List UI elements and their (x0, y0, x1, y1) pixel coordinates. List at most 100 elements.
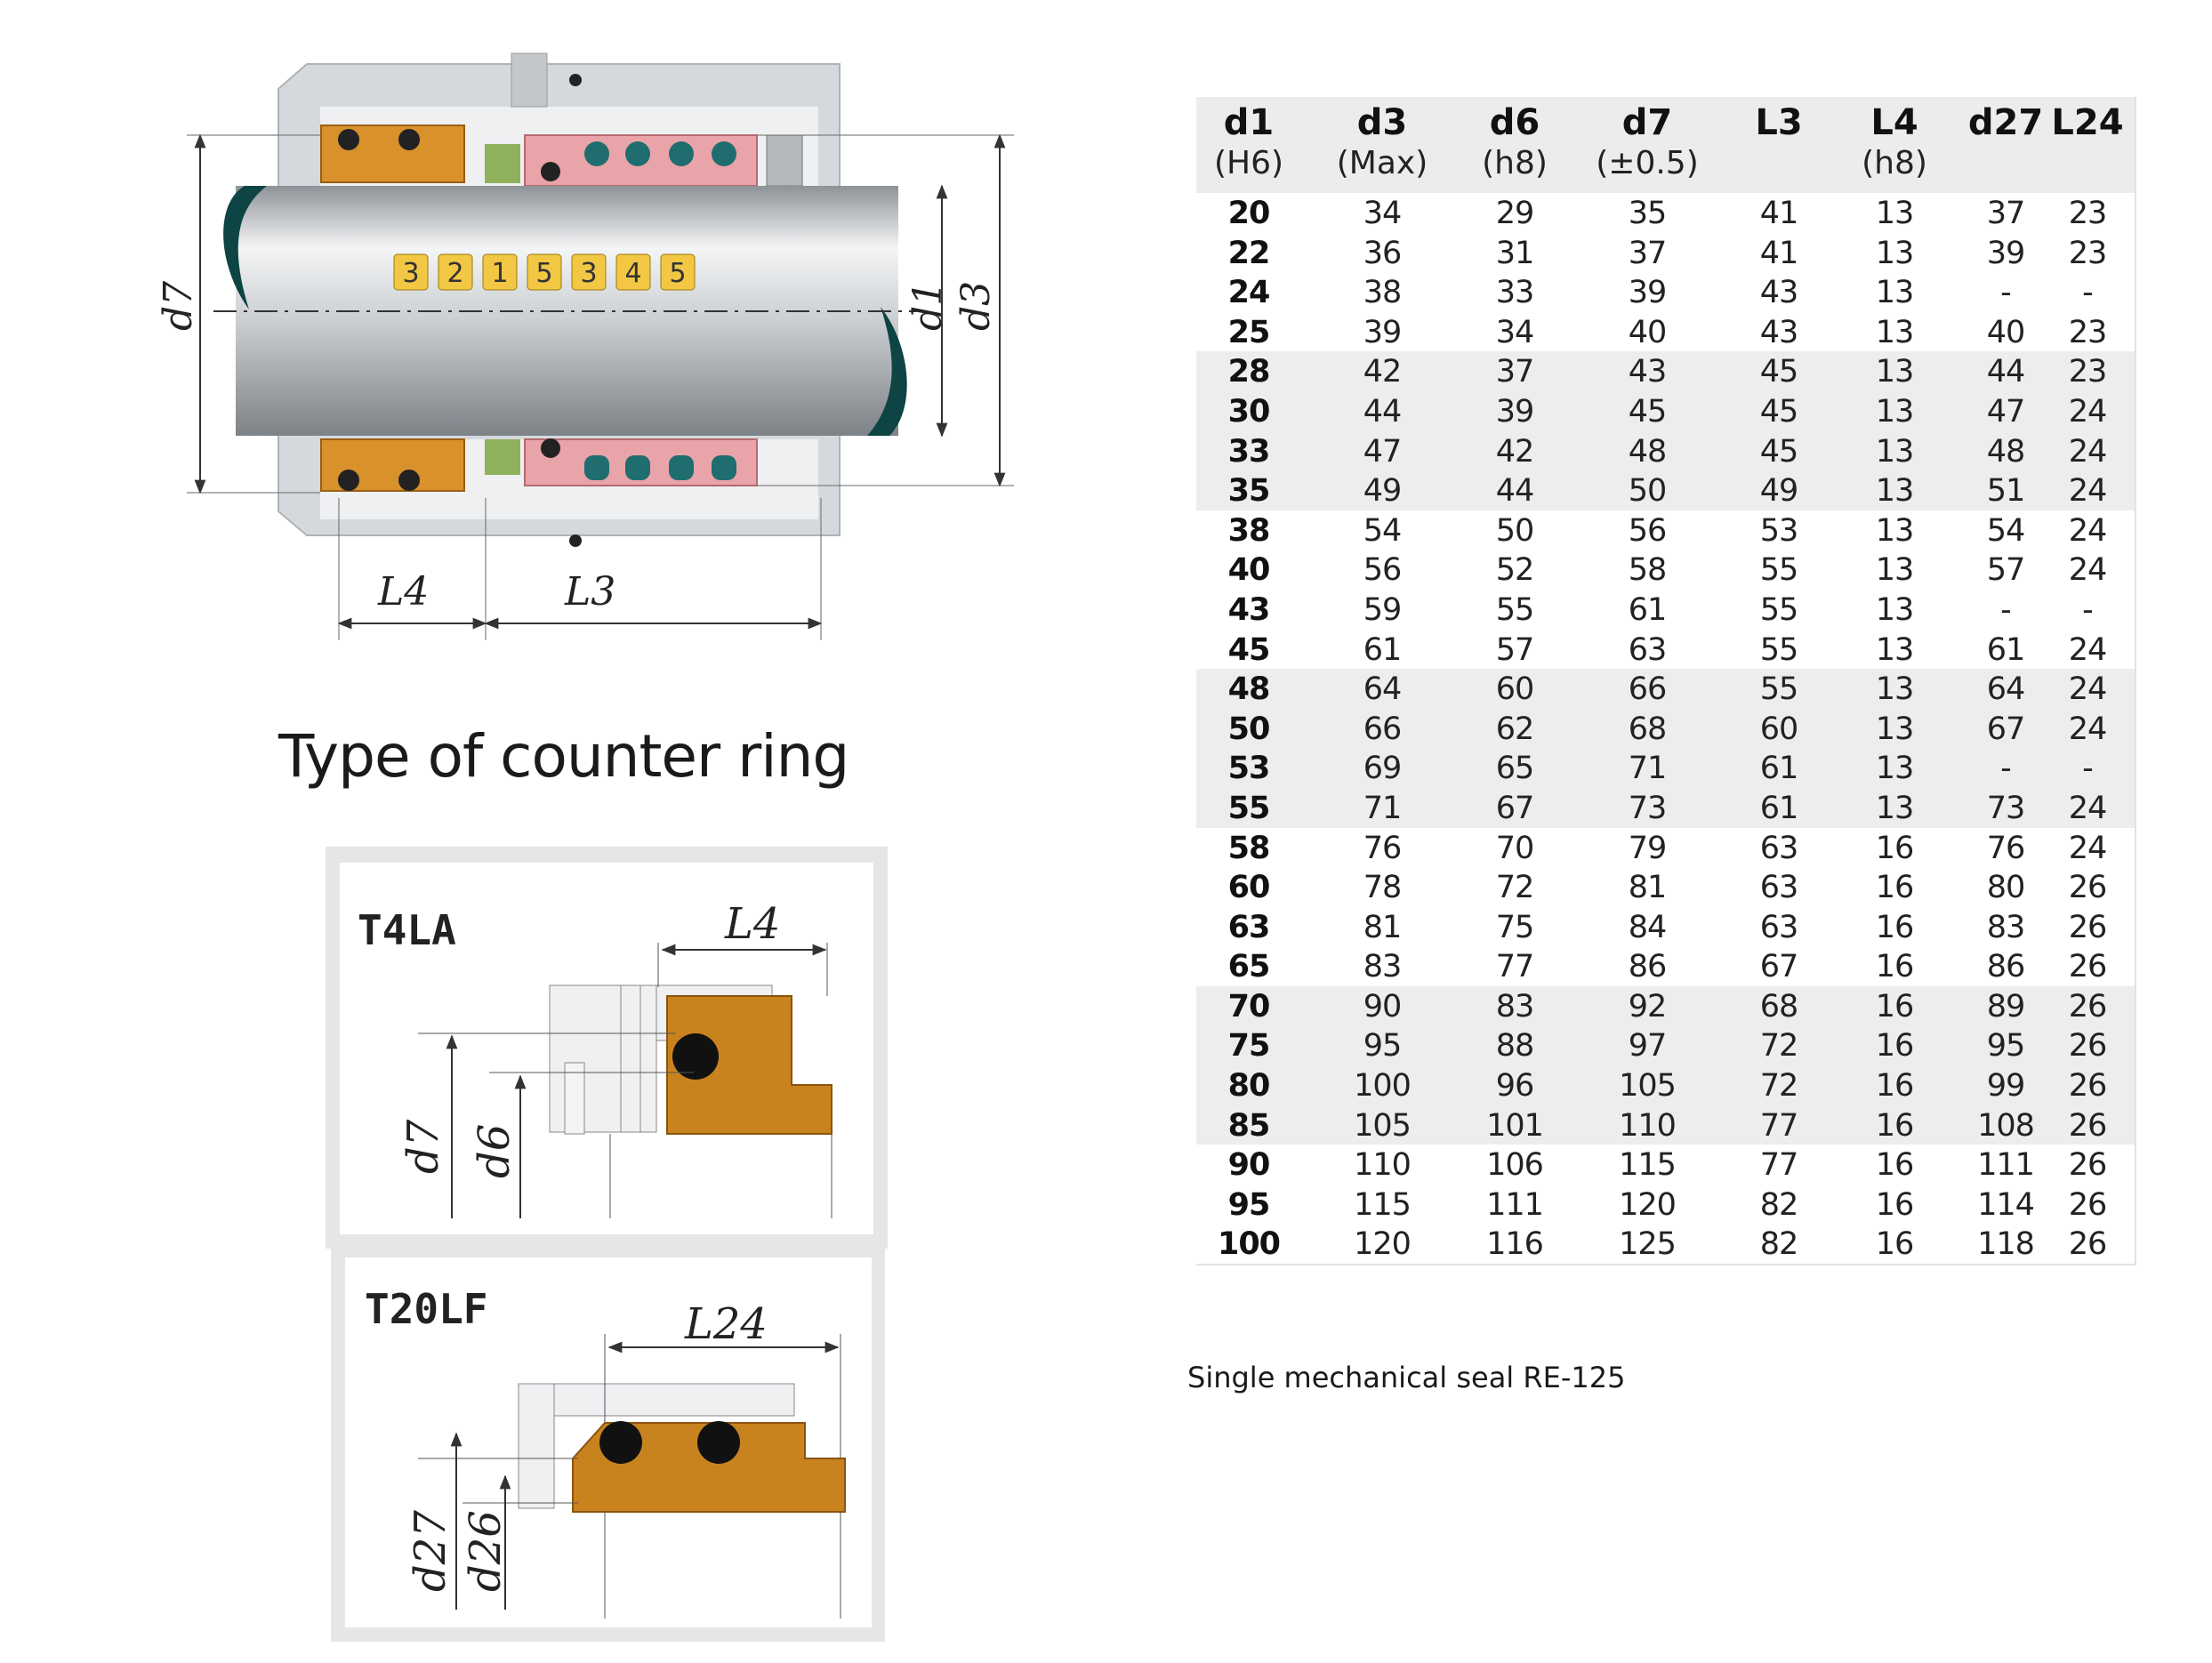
table-cell-d1: 53 (1227, 751, 1271, 787)
table-cell-d1: 65 (1227, 949, 1271, 985)
table-cell-d3: 76 (1363, 830, 1403, 866)
table-cell-d3: 95 (1363, 1028, 1403, 1064)
table-cell-d7: 37 (1628, 235, 1668, 271)
table-cell-d6: 72 (1495, 870, 1535, 906)
table-cell-l3: 53 (1759, 512, 1799, 549)
table-cell-d3: 110 (1354, 1147, 1412, 1184)
table-cell-d27: 86 (1986, 949, 2026, 985)
table-cell-d27: - (2000, 591, 2012, 628)
table-cell-d6: 101 (1486, 1107, 1544, 1144)
table-cell-d27: 111 (1977, 1147, 2035, 1184)
table-cell-l4: 16 (1875, 1147, 1915, 1184)
table-cell-l24: 24 (2068, 711, 2108, 747)
table-cell-d6: 55 (1495, 591, 1535, 628)
table-cell-d7: 105 (1619, 1068, 1677, 1105)
table-cell-d3: 66 (1363, 711, 1403, 747)
table-cell-d6: 33 (1495, 275, 1535, 311)
column-tolerance: (h8) (1482, 145, 1548, 181)
table-cell-d7: 66 (1628, 671, 1668, 708)
table-cell-d27: 114 (1977, 1186, 2035, 1223)
table-cell-l4: 16 (1875, 830, 1915, 866)
column-name: d6 (1489, 102, 1540, 143)
table-cell-l24: 23 (2068, 196, 2108, 231)
table-cell-l24: 26 (2068, 909, 2108, 945)
dim-label-d26-ring: d26 (461, 1510, 511, 1592)
counter-ring-t20lf: T20LF L24 d27 d26 (331, 1249, 885, 1642)
table-cell-l3: 43 (1759, 275, 1799, 311)
table-cell-l24: 26 (2068, 1028, 2108, 1064)
table-cell-d27: 48 (1986, 433, 2026, 470)
column-name: d3 (1356, 102, 1408, 143)
table-cell-d1: 35 (1227, 473, 1271, 510)
table-cell-d27: 89 (1986, 988, 2026, 1024)
table-cell-d1: 40 (1227, 552, 1271, 589)
table-cell-d6: 60 (1495, 671, 1535, 708)
column-header-d7: d7(±0.5) (1596, 102, 1699, 184)
table-cell-l24: 24 (2068, 631, 2108, 668)
table-cell-l24: 24 (2068, 671, 2108, 708)
table-cell-l4: 13 (1875, 275, 1915, 311)
table-cell-d1: 100 (1217, 1226, 1281, 1263)
table-cell-l4: 16 (1875, 988, 1915, 1024)
table-cell-l24: 26 (2068, 1068, 2108, 1105)
table-cell-l3: 45 (1759, 433, 1799, 470)
table-cell-d1: 28 (1227, 354, 1271, 390)
table-cell-d1: 75 (1227, 1028, 1271, 1064)
table-cell-d7: 86 (1628, 949, 1668, 985)
table-cell-l4: 16 (1875, 870, 1915, 906)
table-cell-l24: 23 (2068, 314, 2108, 350)
table-cell-d1: 63 (1227, 909, 1271, 945)
counter-ring-t4la: T4LA L4 d7 d6 (326, 847, 888, 1249)
table-cell-d7: 92 (1628, 988, 1668, 1024)
table-cell-l3: 61 (1759, 751, 1799, 787)
table-cell-d7: 68 (1628, 711, 1668, 747)
table-cell-d6: 116 (1486, 1226, 1544, 1263)
table-cell-l24: 23 (2068, 235, 2108, 271)
table-cell-l24: - (2082, 751, 2094, 787)
table-cell-l4: 16 (1875, 1226, 1915, 1263)
section-title: Type of counter ring (278, 722, 849, 791)
dim-label-l3: L3 (564, 569, 615, 615)
table-caption: Single mechanical seal RE-125 (1187, 1361, 1626, 1394)
table-cell-d6: 37 (1495, 354, 1535, 390)
table-cell-d7: 43 (1628, 354, 1668, 390)
table-cell-d3: 44 (1363, 393, 1403, 430)
table-cell-l3: 41 (1759, 196, 1799, 231)
table-cell-d3: 115 (1354, 1186, 1412, 1223)
column-header-d3: d3(Max) (1337, 102, 1428, 184)
table-cell-l4: 13 (1875, 631, 1915, 668)
table-cell-d3: 38 (1363, 275, 1403, 311)
table-cell-l24: 26 (2068, 1226, 2108, 1263)
table-cell-d1: 80 (1227, 1068, 1271, 1105)
table-cell-d3: 47 (1363, 433, 1403, 470)
table-cell-l3: 49 (1759, 473, 1799, 510)
column-name: L3 (1755, 102, 1803, 143)
table-cell-d1: 95 (1227, 1186, 1271, 1223)
table-cell-l3: 43 (1759, 314, 1799, 350)
table-cell-d7: 125 (1619, 1226, 1677, 1263)
table-cell-d3: 71 (1363, 790, 1403, 826)
table-cell-d7: 45 (1628, 393, 1668, 430)
table-cell-d27: 61 (1986, 631, 2026, 668)
table-cell-d3: 56 (1363, 552, 1403, 589)
table-cell-l24: 26 (2068, 1186, 2108, 1223)
table-cell-d27: 95 (1986, 1028, 2026, 1064)
column-header-l24: L24 (2051, 102, 2123, 143)
table-cell-d1: 43 (1227, 591, 1271, 628)
column-name: d1 (1223, 102, 1275, 143)
table-cell-l4: 13 (1875, 314, 1915, 350)
table-cell-l4: 13 (1875, 512, 1915, 549)
table-cell-d3: 120 (1354, 1226, 1412, 1263)
column-name: d7 (1621, 102, 1673, 143)
table-cell-d27: 118 (1977, 1226, 2035, 1263)
part-number: 3 (580, 258, 597, 289)
table-cell-l24: 26 (2068, 1147, 2108, 1184)
part-number: 3 (402, 258, 419, 289)
